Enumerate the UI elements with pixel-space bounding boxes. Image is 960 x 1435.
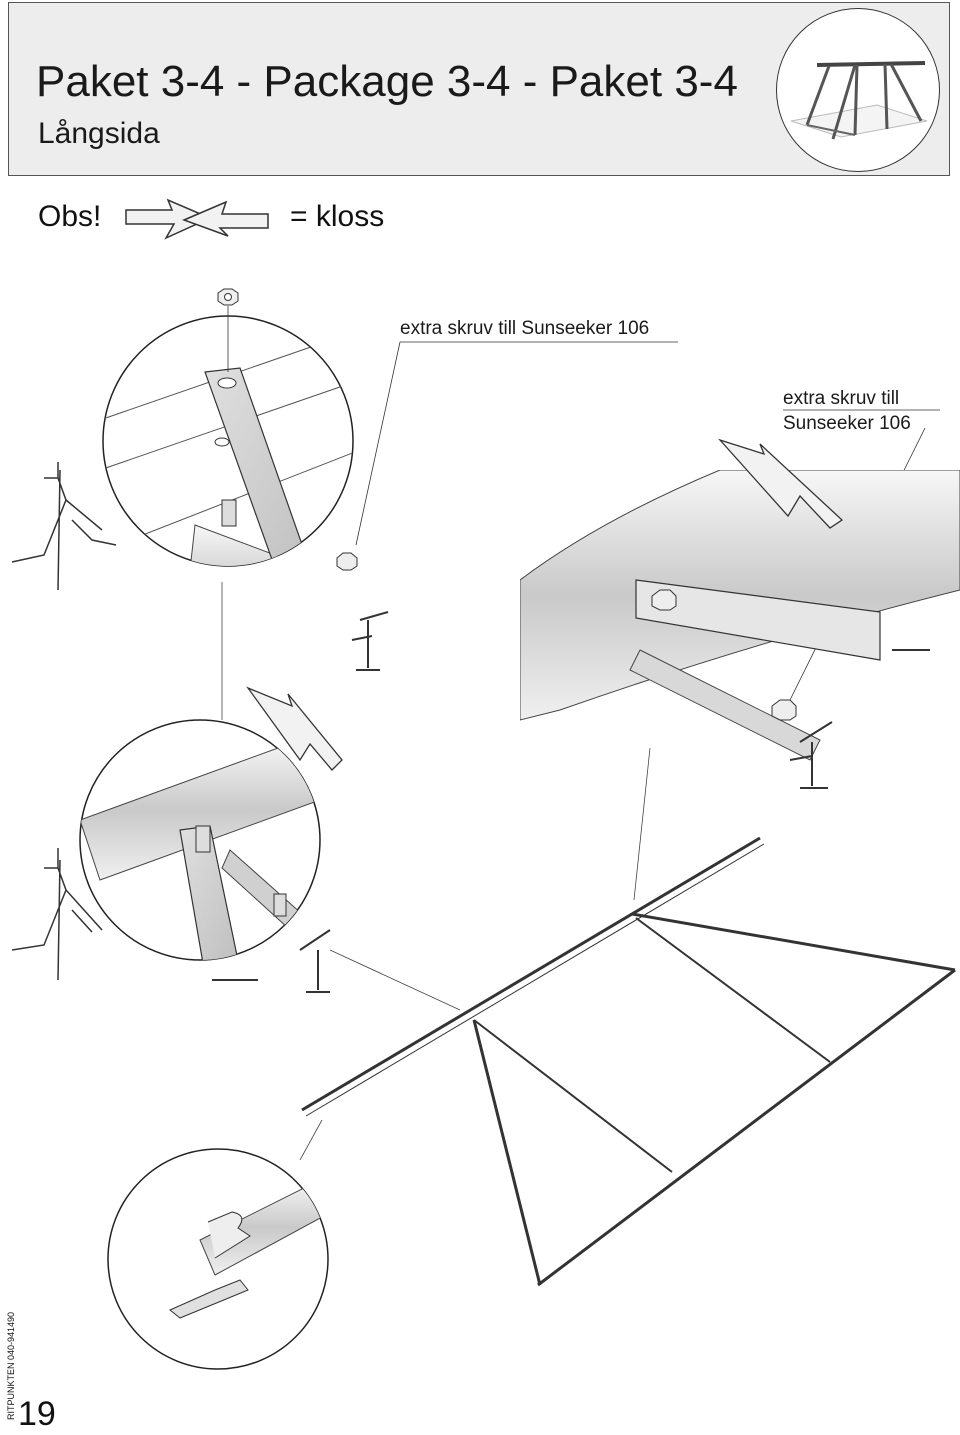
overview-thumbnail — [776, 8, 940, 172]
kloss-label: = kloss — [290, 200, 385, 233]
kloss-arrow-icon — [125, 198, 269, 240]
detail-circle-bottom — [107, 1148, 329, 1370]
page-number: 19 — [18, 1395, 56, 1433]
page-title: Paket 3-4 - Package 3-4 - Paket 3-4 — [36, 57, 738, 106]
page-subtitle: Långsida — [38, 117, 160, 150]
note-extra-screw-top: extra skruv till Sunseeker 106 — [400, 318, 650, 339]
obs-label: Obs! — [38, 200, 102, 233]
frame-overview-icon — [790, 61, 928, 140]
nut-icon — [217, 288, 358, 571]
frame-overview — [301, 836, 956, 1287]
note-extra-screw-right-line2: Sunseeker 106 — [783, 413, 911, 434]
drawing-reference: RITPUNKTEN 040-941490 — [6, 1311, 16, 1420]
detail-circle-top — [102, 315, 354, 567]
note-extra-screw-right-line1: extra skruv till — [783, 388, 900, 409]
detail-circle-middle — [79, 719, 321, 961]
